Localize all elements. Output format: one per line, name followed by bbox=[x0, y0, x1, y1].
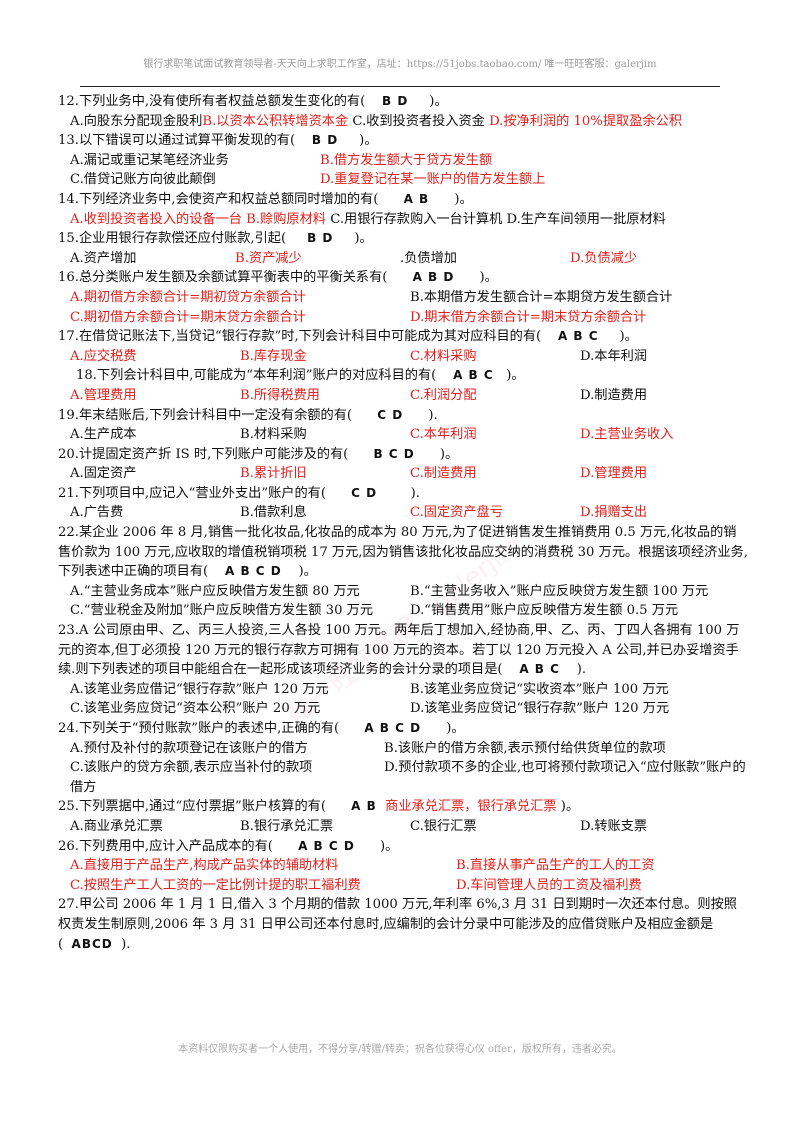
answer-18: A B C bbox=[453, 368, 494, 383]
question-22: 22.某企业 2006 年 8 月,销售一批化妆品,化妆品的成本为 80 万元,… bbox=[58, 525, 748, 580]
question-13: 13.以下错误可以通过试算平衡发现的有( B D )。 bbox=[58, 131, 748, 151]
question-23: 23.A 公司原由甲、乙、丙三人投资,三人各投 100 万元。两年后丁想加入,经… bbox=[58, 623, 740, 678]
answer-note-25: 商业承兑汇票，银行承兑汇票 bbox=[385, 799, 557, 815]
question-19: 19.年末结账后,下列会计科目中一定没有余额的有( C D ). bbox=[58, 406, 748, 426]
question-14: 14.下列经济业务中,会使资产和权益总额同时增加的有( A B )。 bbox=[58, 190, 748, 210]
question-15: 15.企业用银行存款偿还应付账款,引起( B D )。 bbox=[58, 229, 748, 249]
answer-21: C D bbox=[351, 485, 378, 500]
page-footer: 本资料仅限购买者一个人使用，不得分享/转赠/转卖；祝各位获得心仪 offer，版… bbox=[178, 1044, 622, 1055]
answer-16: A B D bbox=[412, 270, 455, 285]
answer-24: A B C D bbox=[364, 721, 422, 735]
answer-19: C D bbox=[377, 407, 404, 422]
header-rule bbox=[80, 86, 720, 87]
answer-23: A B C bbox=[519, 662, 560, 677]
answer-22: A B C D bbox=[225, 564, 282, 579]
answer-12: B D bbox=[382, 94, 409, 108]
page-header: 银行求职笔试面试教育领导者-天天向上求职工作室，店址：https://51job… bbox=[143, 59, 657, 70]
answer-26: A B C D bbox=[298, 838, 355, 853]
question-list: 12.下列业务中,没有使所有者权益总额发生变化的有( B D )。 A.向股东分… bbox=[58, 92, 748, 954]
answer-14: A B bbox=[403, 191, 430, 206]
answer-17: A B C bbox=[557, 329, 599, 344]
answer-13: B D bbox=[311, 133, 339, 148]
question-25: 25.下列票据中,通过“应付票据”账户核算的有( A B 商业承兑汇票，银行承兑… bbox=[58, 797, 748, 817]
answer-15: B D bbox=[307, 231, 334, 246]
answer-25: A B bbox=[351, 799, 377, 814]
question-24: 24.下列关于“预付账款”账户的表述中,正确的有( A B C D )。 bbox=[58, 719, 748, 739]
question-18: 18.下列会计科目中,可能成为“本年利润”账户的对应科目的有( A B C )。 bbox=[58, 366, 748, 386]
question-26: 26.下列费用中,应计入产品成本的有( A B C D )。 bbox=[58, 837, 748, 857]
answer-20: B C D bbox=[373, 446, 415, 461]
options-14: A.收到投资者投入的设备一台 B.赊购原材料 C.用银行存款购入一台计算机 D.… bbox=[70, 211, 666, 227]
question-27: 27.甲公司 2006 年 1 月 1 日,借入 3 个月期的借款 1000 万… bbox=[58, 897, 737, 952]
question-21: 21.下列项目中,应记入“营业外支出”账户的有( C D ). bbox=[58, 484, 748, 504]
question-17: 17.在借贷记账法下,当贷记“银行存款”时,下列会计科目中可能成为其对应科目的有… bbox=[58, 327, 748, 347]
question-16: 16.总分类账户发生额及余额试算平衡表中的平衡关系有( A B D )。 bbox=[58, 268, 748, 288]
question-12: 12.下列业务中,没有使所有者权益总额发生变化的有( B D )。 bbox=[58, 92, 748, 112]
question-20: 20.计提固定资产折 IS 时,下列账户可能涉及的有( B C D )。 bbox=[58, 445, 748, 465]
answer-27: ABCD bbox=[71, 936, 113, 951]
